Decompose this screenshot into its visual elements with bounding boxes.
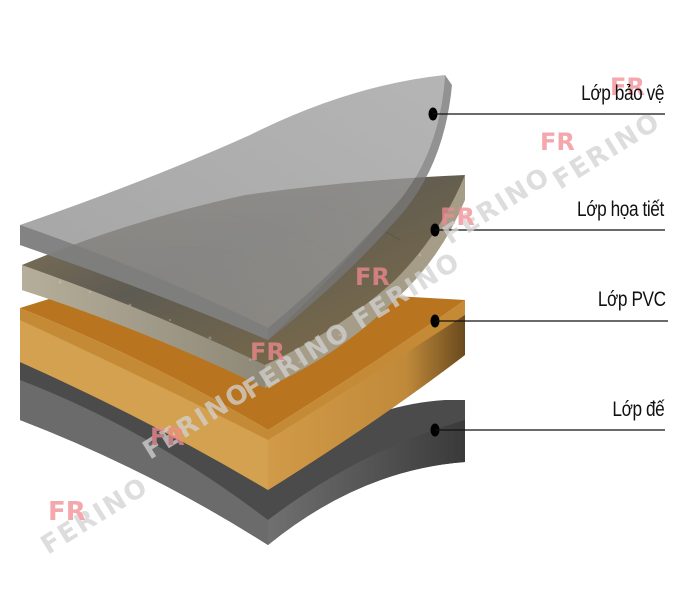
svg-text:FR: FR <box>355 263 390 291</box>
label-pattern-layer: Lớp họa tiết <box>577 198 664 221</box>
svg-text:FR: FR <box>150 423 185 451</box>
leader-base <box>430 423 665 437</box>
svg-text:FR: FR <box>610 73 645 101</box>
label-pvc-layer: Lớp PVC <box>598 288 666 311</box>
protective-layer <box>20 75 452 340</box>
leader-pvc <box>430 314 668 328</box>
svg-text:FR: FR <box>440 203 475 231</box>
svg-text:FR: FR <box>250 338 285 366</box>
leader-pattern <box>430 223 665 237</box>
svg-text:FR: FR <box>48 497 86 527</box>
label-base-layer: Lớp đế <box>612 398 664 421</box>
label-protective-layer: Lớp bảo vệ <box>581 82 664 105</box>
leader-protective <box>428 107 665 121</box>
svg-text:FR: FR <box>540 128 575 156</box>
